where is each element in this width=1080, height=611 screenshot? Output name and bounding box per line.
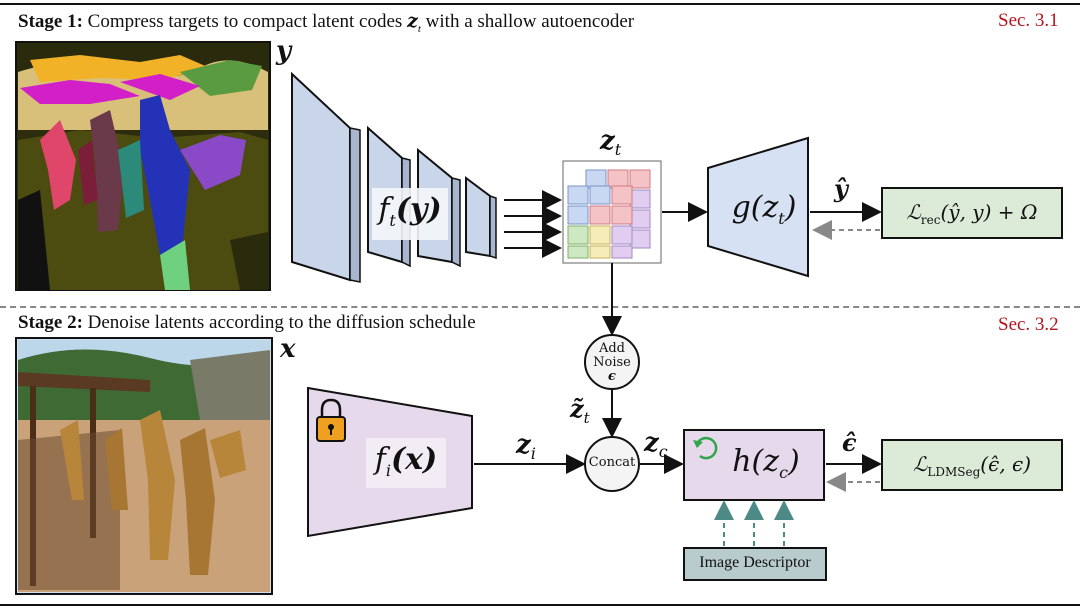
zt-label: zt bbox=[600, 126, 621, 159]
stage2-section: Sec. 3.2 bbox=[998, 314, 1059, 335]
stage1-text-before: Compress targets to compact latent codes bbox=[82, 11, 408, 32]
descriptor-arrows bbox=[714, 500, 794, 546]
encoder-ft-block bbox=[291, 71, 497, 283]
top-rule bbox=[0, 3, 1080, 5]
stage2-prefix: Stage 2: bbox=[18, 312, 83, 333]
ldm-loss-main: ℒ bbox=[912, 452, 928, 476]
ldm-loss-args: (ϵ̂, ϵ) bbox=[980, 452, 1032, 476]
rec-loss-main: ℒ bbox=[906, 200, 921, 224]
stage2-title: Stage 2: Denoise latents according to th… bbox=[18, 312, 476, 334]
encoder-output-arrows bbox=[504, 190, 562, 258]
zi-label-main: z bbox=[516, 430, 531, 460]
denoiser-h-block bbox=[683, 429, 825, 501]
stage1-text-after: with a shallow autoencoder bbox=[420, 11, 635, 32]
encoder-ft-arg: (y) bbox=[395, 192, 442, 227]
denoiser-label: h(zc) bbox=[716, 444, 816, 482]
add-noise-line1: Add bbox=[598, 341, 626, 356]
add-noise-line2: Noise bbox=[593, 355, 631, 370]
lock-icon bbox=[316, 398, 346, 442]
ldm-loss-sub: LDMSeg bbox=[927, 465, 981, 479]
eps-hat-label: ϵ̂ bbox=[842, 428, 857, 457]
denoiser-close: ) bbox=[788, 444, 800, 479]
image-descriptor-box bbox=[683, 547, 827, 581]
stage1-var-sub: t bbox=[417, 22, 421, 35]
add-noise-label: Add Noise ϵ bbox=[588, 342, 636, 384]
image-descriptor-label: Image Descriptor bbox=[699, 554, 811, 571]
refresh-icon bbox=[693, 436, 718, 460]
encoder-ft-label: ft(y) bbox=[372, 192, 448, 230]
decoder-label: g(zt) bbox=[724, 190, 804, 228]
add-noise-node bbox=[584, 334, 640, 390]
encoder-fi-sub: i bbox=[385, 461, 391, 480]
zt-tilde-main: z̃ bbox=[570, 394, 584, 423]
x-label: x bbox=[280, 334, 296, 364]
stage1-prefix: Stage 1: bbox=[18, 11, 83, 32]
zi-label-sub: i bbox=[530, 444, 536, 464]
stage2-text: Denoise latents according to the diffusi… bbox=[82, 312, 476, 333]
y-label: y bbox=[276, 36, 292, 66]
encoder-fi-label: fi(x) bbox=[366, 442, 446, 480]
denoiser-h: h(z bbox=[732, 444, 780, 479]
y-hat-label: ŷ bbox=[834, 174, 848, 203]
zc-label-sub: c bbox=[658, 442, 668, 462]
rec-loss-label: ℒrec(ŷ, y) + Ω bbox=[882, 200, 1062, 227]
decoder-close: ) bbox=[784, 190, 797, 225]
zc-label: zc bbox=[644, 428, 668, 461]
decoder-g: g(z bbox=[731, 190, 779, 225]
segmentation-map-image bbox=[15, 41, 271, 291]
denoiser-sub: c bbox=[779, 463, 789, 482]
giraffe-photo-image bbox=[15, 337, 273, 595]
concat-label: Concat bbox=[588, 455, 636, 470]
zt-label-sub: t bbox=[614, 140, 622, 160]
decoder-g-block bbox=[707, 136, 809, 278]
zt-tilde-sub: t bbox=[583, 408, 590, 427]
rec-loss-args: (ŷ, y) + Ω bbox=[940, 200, 1038, 224]
decoder-sub: t bbox=[778, 209, 785, 228]
stage-divider bbox=[0, 306, 1080, 308]
encoder-ft-f: f bbox=[378, 192, 390, 227]
latent-zt-cube bbox=[562, 160, 662, 264]
add-noise-sym: ϵ bbox=[608, 369, 616, 384]
encoder-fi-f: f bbox=[374, 442, 386, 477]
stage1-title: Stage 1: Compress targets to compact lat… bbox=[18, 10, 634, 35]
ldm-loss-label: ℒLDMSeg(ϵ̂, ϵ) bbox=[882, 452, 1062, 479]
stage1-var: z bbox=[407, 10, 418, 32]
encoder-fi-arg: (x) bbox=[390, 442, 438, 477]
bottom-rule bbox=[0, 604, 1080, 606]
encoder-fi-label-bg bbox=[366, 438, 446, 488]
ldm-loss-box bbox=[881, 439, 1063, 491]
zt-label-main: z bbox=[600, 126, 615, 156]
rec-loss-box bbox=[881, 187, 1063, 239]
stage1-section: Sec. 3.1 bbox=[998, 10, 1059, 31]
rec-loss-sub: rec bbox=[920, 213, 941, 227]
zi-label: zi bbox=[516, 430, 536, 463]
zc-label-main: z bbox=[644, 428, 659, 458]
encoder-ft-sub: t bbox=[389, 211, 396, 230]
zt-tilde-label: z̃t bbox=[570, 394, 590, 427]
